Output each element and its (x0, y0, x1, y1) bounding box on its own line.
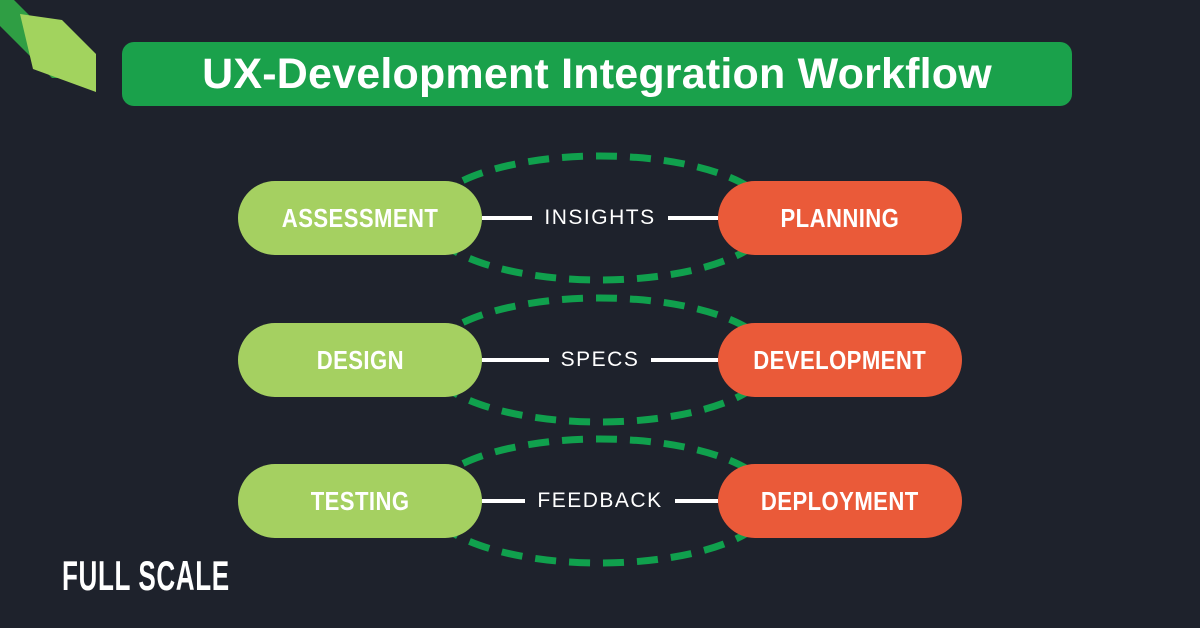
connector-line-right (651, 358, 719, 362)
connector-label-insights: INSIGHTS (544, 206, 656, 229)
connector-label-feedback: FEEDBACK (537, 489, 663, 512)
connector-line-left (482, 216, 533, 220)
pill-testing: TESTING (238, 464, 482, 538)
pill-development-label: DEVELOPMENT (753, 344, 927, 375)
pill-deployment: DEPLOYMENT (718, 464, 962, 538)
pill-planning-label: PLANNING (780, 202, 900, 233)
pill-design: DESIGN (238, 323, 482, 397)
fullscale-corner-ribbon-icon (0, 0, 96, 92)
connector-row3: FEEDBACK (482, 464, 719, 538)
connector-line-left (482, 499, 526, 503)
pill-deployment-label: DEPLOYMENT (761, 485, 919, 516)
connector-row1: INSIGHTS (482, 181, 718, 255)
pill-testing-label: TESTING (310, 485, 410, 516)
page-title: UX-Development Integration Workflow (202, 49, 992, 98)
connector-line-right (667, 216, 718, 220)
pill-planning: PLANNING (718, 181, 962, 255)
title-banner: UX-Development Integration Workflow (122, 42, 1072, 106)
pill-assessment-label: ASSESSMENT (281, 202, 439, 233)
workflow-row-testing-deployment: TESTING FEEDBACK DEPLOYMENT (0, 464, 1200, 538)
pill-development: DEVELOPMENT (718, 323, 962, 397)
connector-row2: SPECS (482, 323, 719, 397)
fullscale-logo: FULL SCALE (62, 552, 230, 599)
connector-line-left (482, 358, 549, 362)
connector-label-specs: SPECS (560, 348, 640, 371)
pill-assessment: ASSESSMENT (238, 181, 482, 255)
workflow-row-assessment-planning: ASSESSMENT INSIGHTS PLANNING (0, 181, 1200, 255)
connector-line-right (674, 499, 719, 503)
pill-design-label: DESIGN (316, 344, 404, 375)
workflow-row-design-development: DESIGN SPECS DEVELOPMENT (0, 323, 1200, 397)
